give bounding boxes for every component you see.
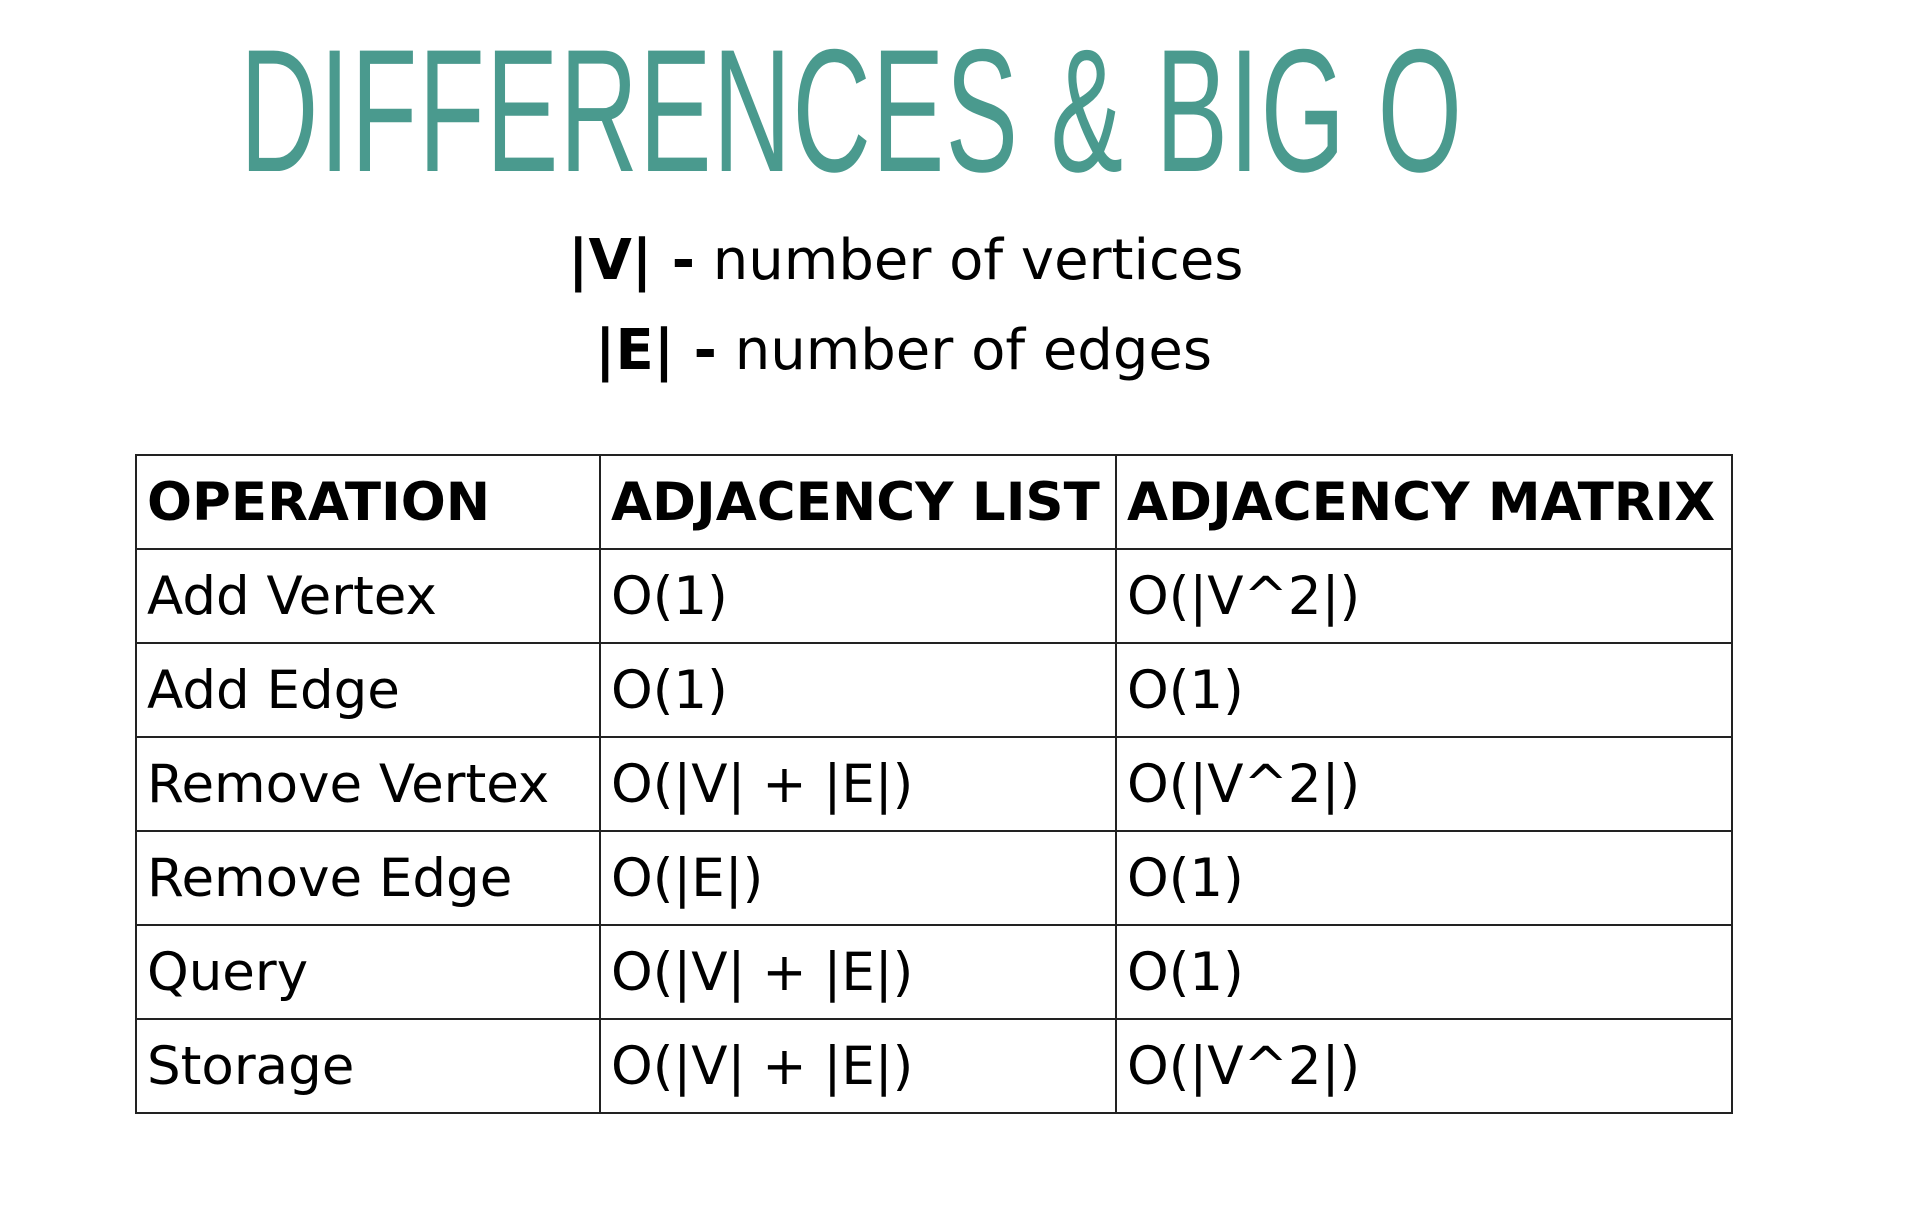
table-row: Remove Vertex O(|V| + |E|) O(|V^2|) [135, 736, 1733, 832]
table-row: Storage O(|V| + |E|) O(|V^2|) [135, 1018, 1733, 1114]
legend-edges-text: number of edges [716, 318, 1213, 383]
adjacency-list-cell: O(|V| + |E|) [599, 924, 1117, 1020]
operation-cell: Query [135, 924, 601, 1020]
header-adjacency-matrix: ADJACENCY MATRIX [1115, 454, 1733, 550]
legend-edges-symbol: |E| - [595, 318, 717, 383]
table-row: Add Edge O(1) O(1) [135, 642, 1733, 738]
adjacency-list-cell: O(1) [599, 548, 1117, 644]
legend-vertices: |V| - number of vertices [568, 226, 1243, 296]
adjacency-matrix-cell: O(1) [1115, 924, 1733, 1020]
operation-cell: Add Vertex [135, 548, 601, 644]
page-title: DIFFERENCES & BIG O [240, 14, 1464, 209]
table-row: Query O(|V| + |E|) O(1) [135, 924, 1733, 1020]
operation-cell: Remove Vertex [135, 736, 601, 832]
table-row: Remove Edge O(|E|) O(1) [135, 830, 1733, 926]
complexity-table: OPERATION ADJACENCY LIST ADJACENCY MATRI… [135, 454, 1733, 1114]
operation-cell: Add Edge [135, 642, 601, 738]
header-operation: OPERATION [135, 454, 601, 550]
adjacency-matrix-cell: O(|V^2|) [1115, 548, 1733, 644]
adjacency-list-cell: O(1) [599, 642, 1117, 738]
adjacency-matrix-cell: O(1) [1115, 642, 1733, 738]
adjacency-matrix-cell: O(|V^2|) [1115, 1018, 1733, 1114]
adjacency-list-cell: O(|V| + |E|) [599, 1018, 1117, 1114]
adjacency-matrix-cell: O(|V^2|) [1115, 736, 1733, 832]
header-adjacency-list: ADJACENCY LIST [599, 454, 1117, 550]
legend-vertices-symbol: |V| - [568, 228, 695, 293]
table-row: Add Vertex O(1) O(|V^2|) [135, 548, 1733, 644]
table-header-row: OPERATION ADJACENCY LIST ADJACENCY MATRI… [135, 454, 1733, 550]
adjacency-list-cell: O(|V| + |E|) [599, 736, 1117, 832]
adjacency-list-cell: O(|E|) [599, 830, 1117, 926]
operation-cell: Storage [135, 1018, 601, 1114]
operation-cell: Remove Edge [135, 830, 601, 926]
legend-edges: |E| - number of edges [595, 316, 1212, 386]
adjacency-matrix-cell: O(1) [1115, 830, 1733, 926]
legend-vertices-text: number of vertices [694, 228, 1244, 293]
